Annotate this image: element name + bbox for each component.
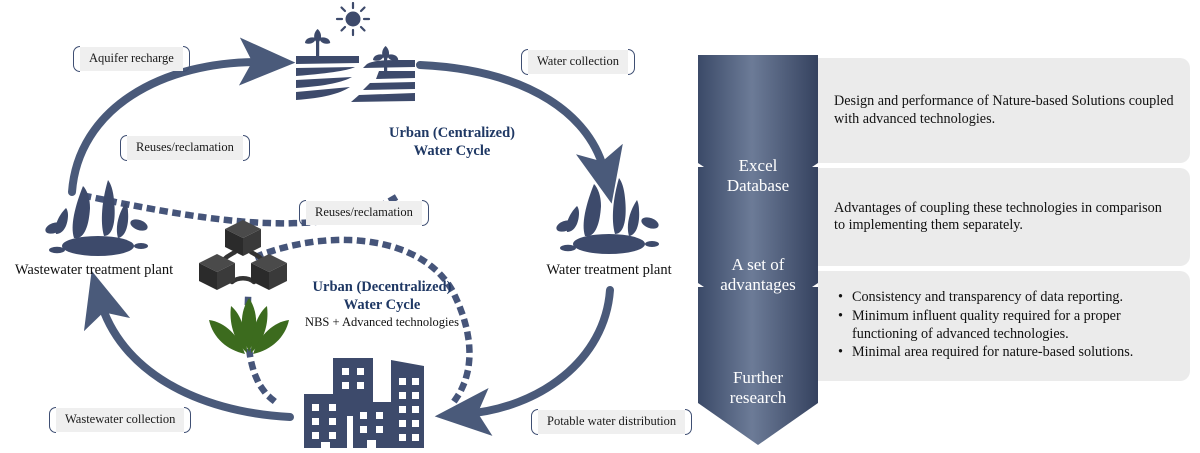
decentralized-cycle-title: Urban (Decentralized) Water Cycle xyxy=(292,278,472,314)
centralized-cycle-title: Urban (Centralized) Water Cycle xyxy=(372,124,532,160)
research-flow-panel: Excel Database A set of advantages Furth… xyxy=(690,0,1200,452)
farm-field-sun-icon xyxy=(283,1,428,107)
lotus-flower-icon xyxy=(203,296,295,358)
label-aquifer-recharge: Aquifer recharge xyxy=(73,46,190,71)
content-box-2: Advantages of coupling these technologie… xyxy=(818,168,1190,266)
chevron-label-1: Excel Database xyxy=(698,156,818,196)
arrow-water-collection xyxy=(416,61,623,204)
content-box-1: Design and performance of Nature-based S… xyxy=(818,58,1190,163)
label-reuses-reclamation-lower: Reuses/reclamation xyxy=(299,200,429,225)
chevron-label-3-line2: research xyxy=(729,388,787,408)
content-text-1: Design and performance of Nature-based S… xyxy=(834,93,1174,127)
chevron-step-1 xyxy=(698,55,818,203)
dotted-reuses-reclamation-lower xyxy=(253,236,473,409)
decentralized-title-line1: Urban (Decentralized) xyxy=(312,279,452,295)
label-potable-water-distribution: Potable water distribution xyxy=(530,409,693,434)
chevron-label-1-line2: Database xyxy=(726,176,790,196)
content-box-3: Consistency and transparency of data rep… xyxy=(818,271,1190,381)
chevron-label-3-line1: Further xyxy=(732,368,784,387)
decentralized-cycle-subtitle: NBS + Advanced technologies xyxy=(305,315,459,329)
bullet-item: Minimal area required for nature-based s… xyxy=(838,344,1174,362)
label-reuses-reclamation-upper: Reuses/reclamation xyxy=(120,135,250,160)
chevron-flow-column xyxy=(698,55,818,445)
centralized-title-line2: Water Cycle xyxy=(413,143,491,160)
cycle-arrows-layer xyxy=(68,37,623,436)
chevron-step-3 xyxy=(698,287,818,445)
arrow-potable-water-distribution xyxy=(434,286,614,436)
arrow-aquifer-recharge xyxy=(68,37,296,196)
chevron-label-3: Further research xyxy=(698,368,818,408)
decentralized-title-line2: Water Cycle xyxy=(343,297,421,314)
chevron-step-2 xyxy=(698,167,818,323)
decentralized-network-cubes-icon xyxy=(198,216,288,294)
water-splash-icon-wastewater xyxy=(42,178,152,263)
chevron-label-2-line1: A set of xyxy=(731,255,785,274)
further-research-bullet-list: Consistency and transparency of data rep… xyxy=(834,289,1174,363)
arrow-wastewater-collection xyxy=(83,270,294,421)
city-buildings-icon xyxy=(296,356,426,448)
label-water-collection: Water collection xyxy=(521,49,635,74)
water-treatment-plant-label: Water treatment plant xyxy=(546,262,672,278)
water-splash-icon-water-plant xyxy=(553,176,663,261)
wastewater-treatment-plant-label: Wastewater treatment plant xyxy=(14,262,174,278)
label-wastewater-collection: Wastewater collection xyxy=(48,407,192,432)
bullet-item: Consistency and transparency of data rep… xyxy=(838,289,1174,307)
content-text-2: Advantages of coupling these technologie… xyxy=(834,199,1162,233)
chevron-label-2-line2: advantages xyxy=(720,275,796,295)
bullet-item: Minimum influent quality required for a … xyxy=(838,308,1174,344)
chevron-label-1-line1: Excel xyxy=(738,156,778,175)
urban-water-cycle-diagram: Urban (Centralized) Water Cycle Wastew xyxy=(14,1,693,448)
chevron-label-2: A set of advantages xyxy=(698,255,818,295)
centralized-title-line1: Urban (Centralized) xyxy=(388,125,516,141)
